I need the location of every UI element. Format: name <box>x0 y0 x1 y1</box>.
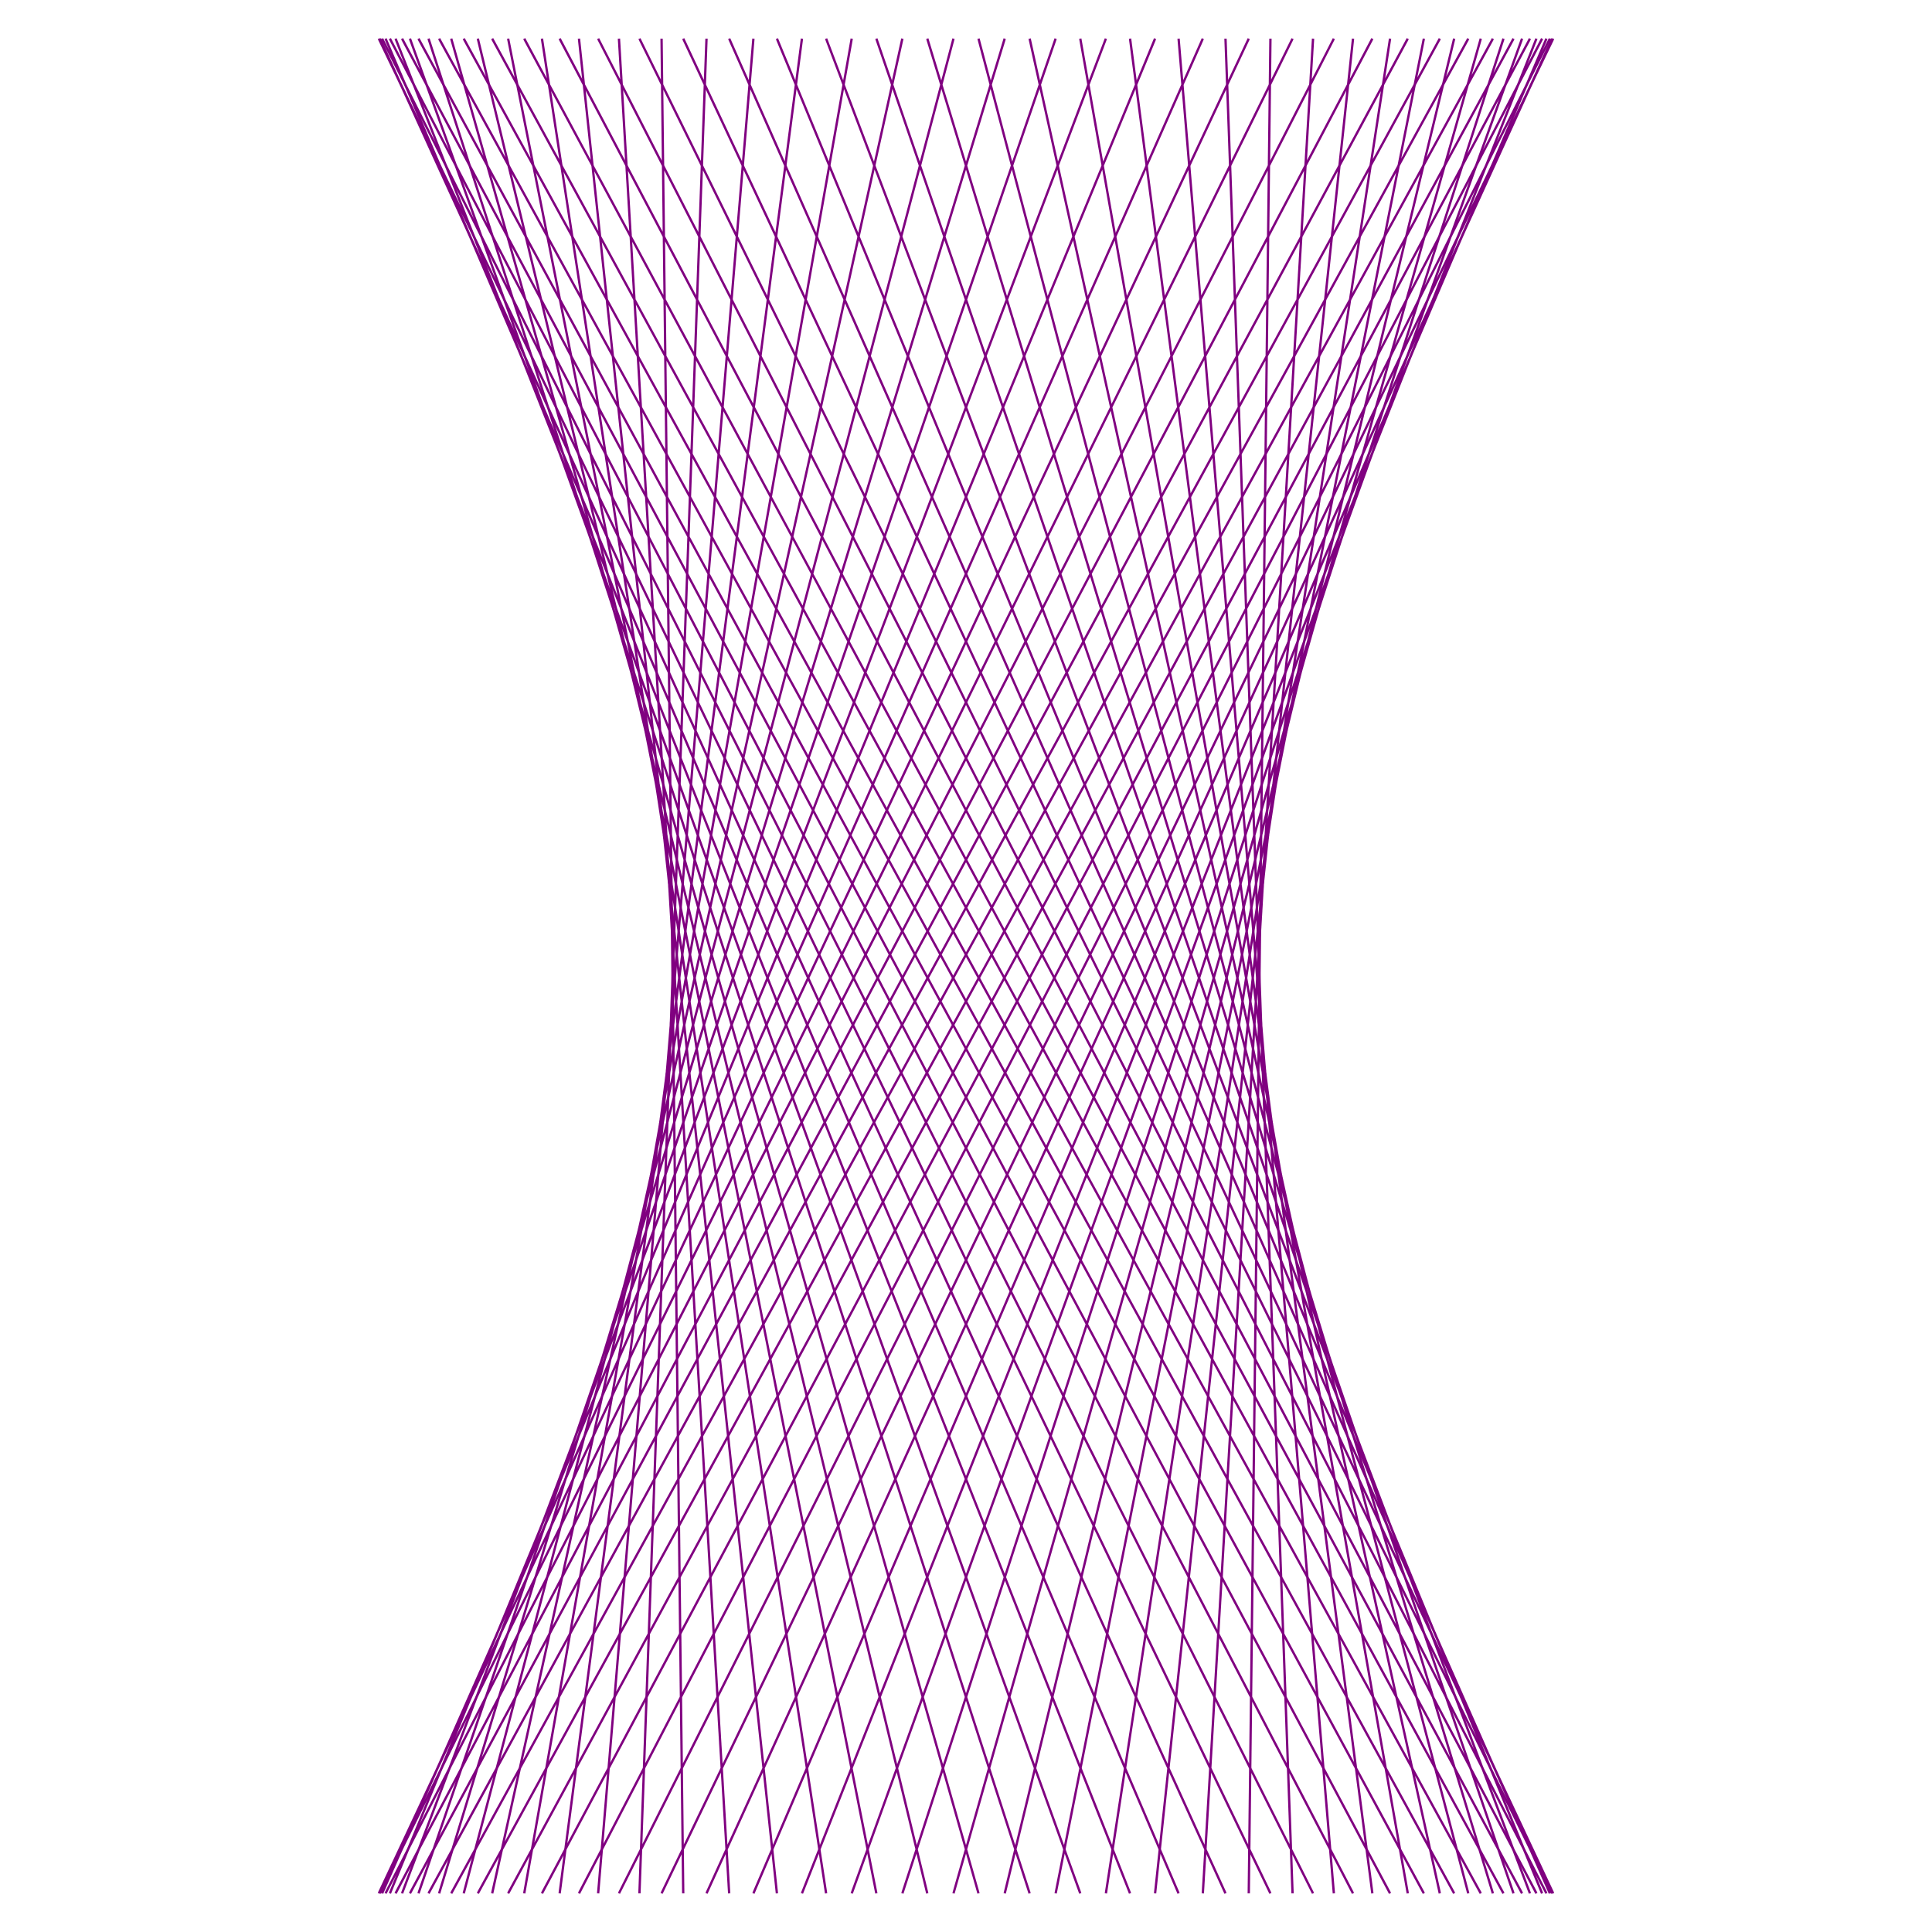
ruling-line <box>400 38 1392 1894</box>
ruling-line <box>394 38 1374 1894</box>
ruling-line <box>427 38 1441 1894</box>
ruling-line <box>617 38 731 1894</box>
ruling-line <box>1104 38 1392 1894</box>
ruling-line <box>389 38 1355 1894</box>
ruling-line <box>1247 38 1272 1894</box>
ruling-line <box>1154 38 1355 1894</box>
ruling-line <box>384 38 1180 1894</box>
ruling-line <box>507 38 1515 1894</box>
ruling-line <box>660 38 1555 1894</box>
ruling-line <box>597 38 755 1894</box>
ruling-line <box>522 38 853 1894</box>
ruling-line <box>977 38 1470 1894</box>
ruling-line <box>1054 38 1425 1894</box>
ruling-line <box>462 38 955 1894</box>
ruling-line <box>409 38 1409 1894</box>
ruling-line <box>825 38 1532 1894</box>
ruling-line <box>901 38 1505 1894</box>
ruling-line <box>775 38 1543 1894</box>
ruling-line <box>540 38 1532 1894</box>
ruling-line <box>558 38 1538 1894</box>
ruling-line <box>507 38 878 1894</box>
ruling-line <box>1128 38 1374 1894</box>
ruling-line <box>491 38 1505 1894</box>
ruling-line <box>617 38 1551 1894</box>
ruling-line <box>476 38 929 1894</box>
ruling-line <box>705 38 1553 1894</box>
ruling-line <box>1177 38 1335 1894</box>
ruling-line <box>389 38 1157 1894</box>
ruling-line <box>437 38 1006 1894</box>
ruling-line <box>1201 38 1315 1894</box>
ruling-line <box>660 38 685 1894</box>
ruling-line <box>540 38 828 1894</box>
ruling-line <box>952 38 1482 1894</box>
ruling-lines <box>377 38 1555 1894</box>
ruling-line <box>462 38 1482 1894</box>
ruling-line <box>523 38 1523 1894</box>
ruling-line <box>381 38 1315 1894</box>
ruling-line <box>450 38 980 1894</box>
ruling-line <box>577 38 778 1894</box>
ruling-line <box>1028 38 1441 1894</box>
ruling-line <box>558 38 804 1894</box>
ruling-line <box>427 38 1031 1894</box>
ruling-line <box>384 38 1335 1894</box>
ruling-line <box>875 38 1515 1894</box>
ruling-line <box>752 38 1548 1894</box>
ruling-line <box>577 38 1543 1894</box>
ruling-line <box>1003 38 1456 1894</box>
ruling-line <box>450 38 1470 1894</box>
ruling-line <box>417 38 1425 1894</box>
ruling-line <box>1079 38 1410 1894</box>
ruling-line <box>377 38 1272 1894</box>
ruling-line <box>417 38 1057 1894</box>
ruling-line <box>491 38 904 1894</box>
ruling-line <box>476 38 1495 1894</box>
ruling-line <box>379 38 1227 1894</box>
ruling-line <box>597 38 1548 1894</box>
ruling-line <box>437 38 1456 1894</box>
ruling-line <box>926 38 1495 1894</box>
ruling-line <box>379 38 1294 1894</box>
ruling-line <box>400 38 1107 1894</box>
ruling-line <box>638 38 1553 1894</box>
